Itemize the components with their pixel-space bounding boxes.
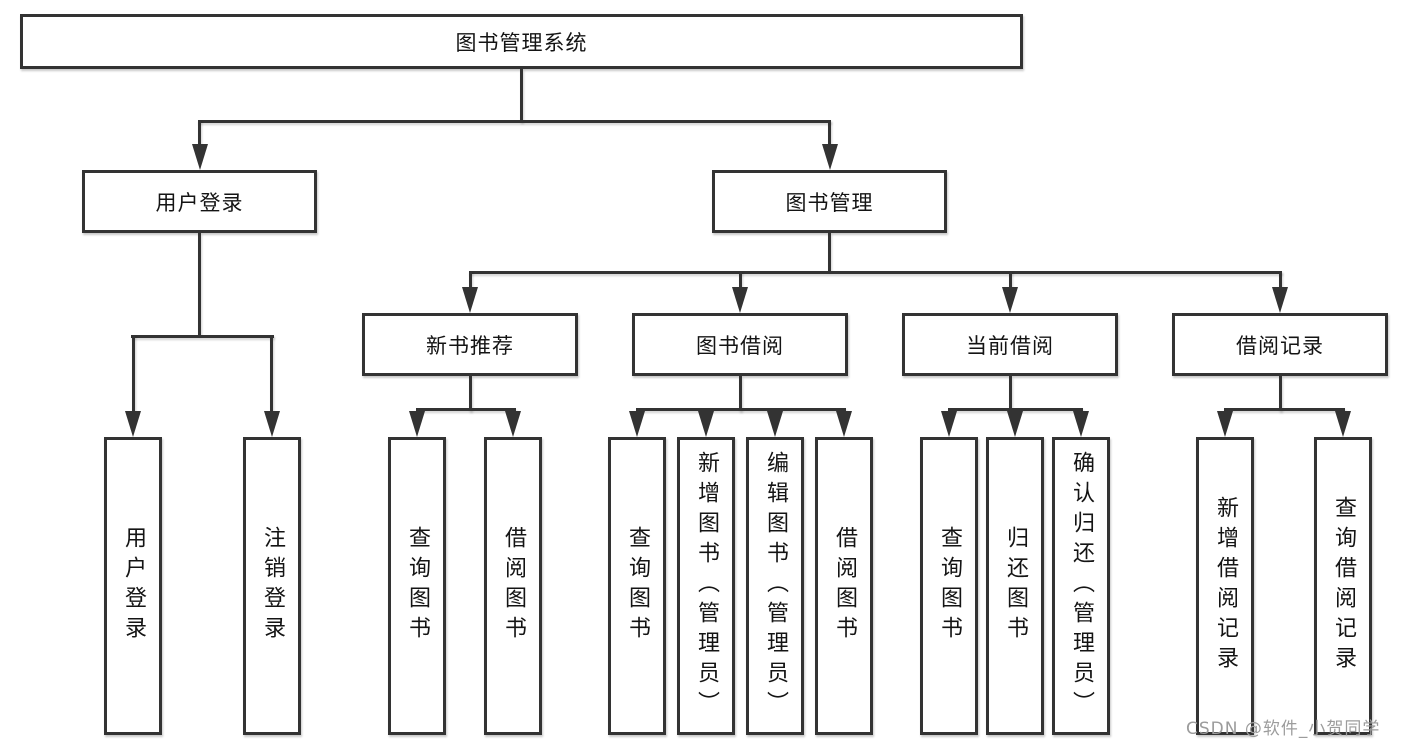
node-book-management: 图书管理: [712, 170, 947, 233]
leaf-label: 注销登录: [260, 526, 285, 646]
node-current-borrow: 当前借阅: [902, 313, 1118, 376]
connector-line: [198, 233, 201, 335]
node-label: 图书借阅: [696, 333, 784, 358]
arrow-down-icon: [264, 411, 280, 437]
node-label: 新书推荐: [426, 333, 514, 358]
arrow-down-icon: [462, 287, 478, 313]
connector-line: [198, 120, 831, 123]
connector-line: [520, 69, 523, 122]
leaf-add-borrow-record: 新增借阅记录: [1196, 437, 1254, 735]
arrow-down-icon: [1217, 411, 1233, 437]
leaf-label: 借阅图书: [832, 526, 857, 646]
leaf-label: 归还图书: [1003, 526, 1028, 646]
leaf-confirm-return-admin: 确认归还（管理员）: [1052, 437, 1110, 735]
leaf-borrow-books-borrow: 借阅图书: [815, 437, 873, 735]
connector-line: [416, 408, 516, 411]
node-label: 图书管理: [785, 190, 874, 215]
connector-line: [131, 335, 274, 338]
arrow-down-icon: [732, 287, 748, 313]
csdn-watermark: CSDN @软件_小贺同学: [1186, 719, 1381, 739]
leaf-query-books-current: 查询图书: [920, 437, 978, 735]
leaf-query-books-recommend: 查询图书: [388, 437, 446, 735]
connector-line: [469, 271, 1282, 274]
arrow-down-icon: [409, 411, 425, 437]
arrow-down-icon: [629, 411, 645, 437]
node-borrow-records: 借阅记录: [1172, 313, 1388, 376]
node-label: 借阅记录: [1236, 333, 1324, 358]
leaf-label: 查询借阅记录: [1331, 496, 1356, 676]
leaf-label: 新增借阅记录: [1213, 496, 1238, 676]
arrow-down-icon: [822, 144, 838, 170]
node-user-login: 用户登录: [82, 170, 317, 233]
node-label: 当前借阅: [966, 333, 1054, 358]
leaf-label: 新增图书（管理员）: [694, 451, 719, 721]
connector-line: [1279, 376, 1282, 411]
connector-line: [1224, 408, 1345, 411]
leaf-label: 确认归还（管理员）: [1069, 451, 1094, 721]
node-label: 用户登录: [155, 190, 244, 215]
node-library-system: 图书管理系统: [20, 14, 1023, 69]
arrow-down-icon: [698, 411, 714, 437]
leaf-edit-books-admin: 编辑图书（管理员）: [746, 437, 804, 735]
leaf-query-borrow-record: 查询借阅记录: [1314, 437, 1372, 735]
connector-line: [828, 233, 831, 271]
arrow-down-icon: [125, 411, 141, 437]
connector-line: [198, 120, 201, 148]
node-book-borrow: 图书借阅: [632, 313, 848, 376]
arrow-down-icon: [767, 411, 783, 437]
arrow-down-icon: [192, 144, 208, 170]
arrow-down-icon: [836, 411, 852, 437]
connector-line: [948, 408, 1083, 411]
arrow-down-icon: [1007, 411, 1023, 437]
connector-line: [739, 376, 742, 411]
connector-line: [1279, 271, 1282, 289]
connector-line: [739, 271, 742, 289]
arrow-down-icon: [1073, 411, 1089, 437]
connector-line: [469, 271, 472, 289]
leaf-label: 用户登录: [121, 526, 146, 646]
leaf-query-books-borrow: 查询图书: [608, 437, 666, 735]
leaf-borrow-books-recommend: 借阅图书: [484, 437, 542, 735]
connector-line: [636, 408, 846, 411]
arrow-down-icon: [941, 411, 957, 437]
arrow-down-icon: [1335, 411, 1351, 437]
connector-line: [132, 335, 135, 413]
connector-line: [469, 376, 472, 411]
leaf-label: 编辑图书（管理员）: [763, 451, 788, 721]
leaf-label: 查询图书: [625, 526, 650, 646]
leaf-label: 查询图书: [937, 526, 962, 646]
arrow-down-icon: [505, 411, 521, 437]
leaf-add-books-admin: 新增图书（管理员）: [677, 437, 735, 735]
arrow-down-icon: [1272, 287, 1288, 313]
connector-line: [1009, 271, 1012, 289]
leaf-label: 借阅图书: [501, 526, 526, 646]
leaf-label: 查询图书: [405, 526, 430, 646]
leaf-return-books: 归还图书: [986, 437, 1044, 735]
leaf-logout: 注销登录: [243, 437, 301, 735]
connector-line: [1009, 376, 1012, 411]
node-new-book-recommend: 新书推荐: [362, 313, 578, 376]
node-label: 图书管理系统: [455, 30, 588, 55]
connector-line: [270, 335, 273, 413]
arrow-down-icon: [1002, 287, 1018, 313]
leaf-user-login: 用户登录: [104, 437, 162, 735]
connector-line: [828, 120, 831, 148]
